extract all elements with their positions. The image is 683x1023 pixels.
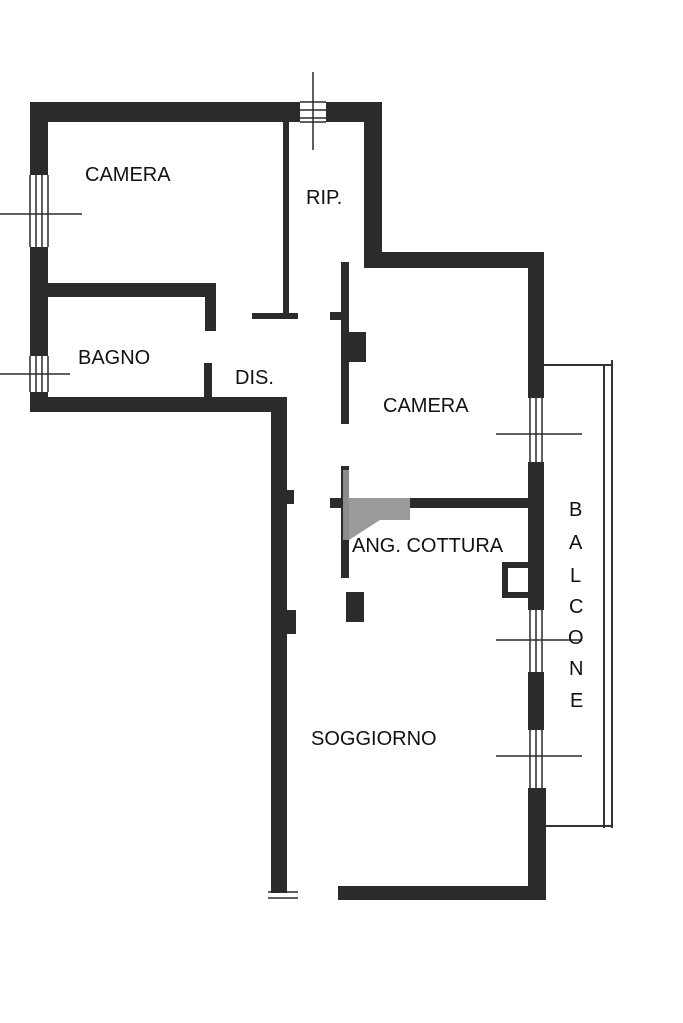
wall-right-bottom — [528, 788, 546, 900]
window-camera-left — [0, 175, 82, 247]
label-balcone: B A L C O N E — [568, 499, 584, 712]
balcone-letter: E — [570, 690, 583, 712]
wall-bagno-door-jamb — [205, 283, 216, 331]
window-soggiorno-right — [496, 610, 582, 672]
balcone-letter: B — [569, 499, 582, 521]
wall-rip-bottom — [252, 313, 298, 319]
wall-bagno-bottom — [30, 397, 285, 412]
window-rip-top — [300, 72, 326, 150]
wall-soggiorno-left — [271, 397, 287, 893]
pillar-center — [346, 592, 364, 622]
label-rip: RIP. — [306, 187, 342, 209]
wall-top-left — [30, 102, 382, 122]
window-soggiorno-right-2 — [496, 730, 582, 790]
wall-camera-bagno — [46, 283, 216, 297]
wall-camera2-pillar — [346, 332, 366, 362]
wall-rip-right — [364, 102, 382, 260]
label-dis: DIS. — [235, 367, 274, 389]
wall-camera2-right — [528, 258, 544, 398]
wall-camera2-stub — [330, 312, 344, 320]
window-camera2-right — [496, 398, 582, 462]
balcone-railing — [544, 360, 613, 828]
balcone-letter: O — [568, 627, 584, 649]
wall-step — [364, 252, 544, 268]
wall-bagno-stub — [204, 363, 212, 399]
balcone-letter: L — [570, 565, 581, 587]
wall-bottom — [338, 886, 546, 900]
label-camera-2: CAMERA — [383, 395, 469, 417]
wall-rip-partition — [283, 122, 289, 318]
wall-kitchen-top — [330, 498, 530, 508]
kitchen-highlight — [349, 498, 410, 540]
kitchen-highlight-band — [343, 470, 349, 540]
label-soggiorno: SOGGIORNO — [311, 728, 437, 750]
balcone-letter: C — [569, 596, 583, 618]
label-bagno: BAGNO — [78, 347, 150, 369]
wall-camera2-left — [341, 262, 349, 424]
wall-soggiorno-stub-1 — [284, 490, 294, 504]
wall-right-lower — [528, 672, 544, 730]
label-camera-1: CAMERA — [85, 164, 171, 186]
label-ang-cottura: ANG. COTTURA — [352, 535, 504, 557]
balcone-letter: N — [569, 658, 583, 680]
wall-soggiorno-stub-2 — [284, 610, 296, 634]
balcone-letter: A — [569, 532, 583, 554]
kitchen-flue — [502, 562, 534, 598]
soggiorno-door-bottom — [268, 891, 298, 899]
window-bagno-left — [0, 356, 70, 392]
